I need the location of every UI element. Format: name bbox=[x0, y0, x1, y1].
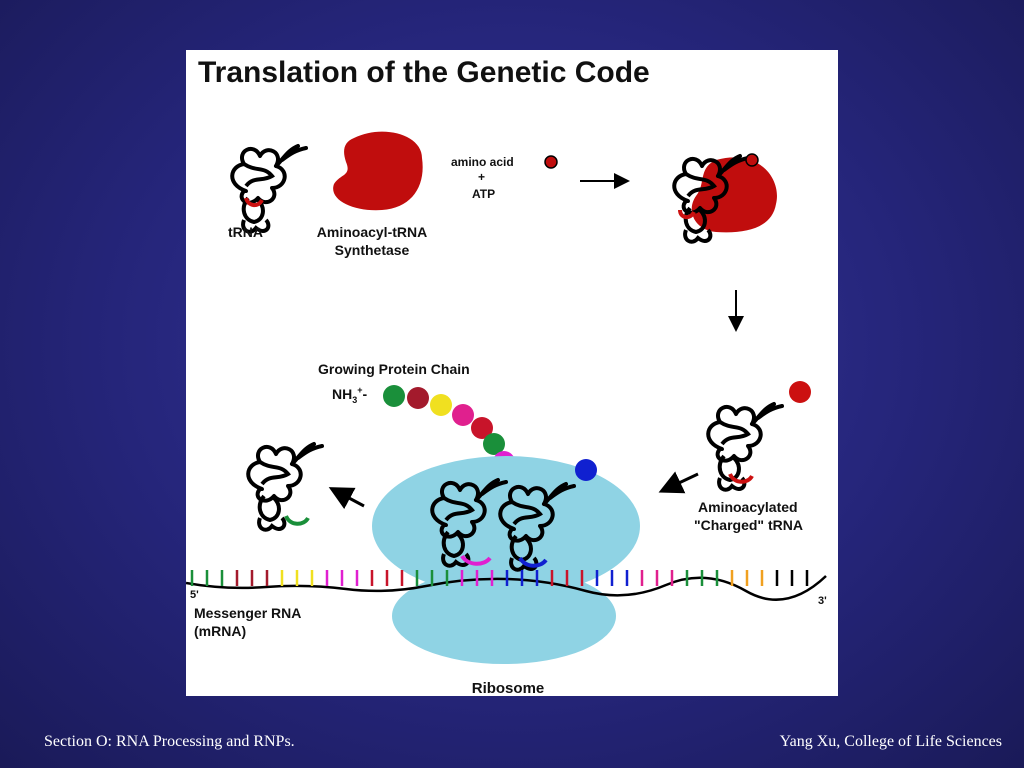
trna-anticodon-red bbox=[244, 197, 264, 207]
diagram-panel: Translation of the Genetic Code tRNA Ami… bbox=[186, 50, 838, 696]
label-plus: + bbox=[478, 170, 485, 184]
trna-charged bbox=[706, 381, 811, 492]
label-synthetase-1: Aminoacyl-tRNA bbox=[317, 224, 427, 240]
enzyme-trna-complex bbox=[672, 153, 777, 244]
chain-bead-5 bbox=[471, 417, 493, 439]
nh3-text: NH bbox=[332, 386, 352, 402]
chain-bead-6 bbox=[483, 433, 505, 455]
ribosome bbox=[372, 456, 640, 664]
chain-bead-2 bbox=[407, 387, 429, 409]
chain-bead-4 bbox=[452, 404, 474, 426]
label-mrna-2: (mRNA) bbox=[194, 623, 246, 639]
synthetase-enzyme bbox=[333, 131, 423, 211]
label-synthetase-2: Synthetase bbox=[335, 242, 410, 258]
chain-bead-3 bbox=[430, 394, 452, 416]
trna-a-site bbox=[498, 459, 597, 572]
label-growing-chain: Growing Protein Chain bbox=[318, 361, 470, 377]
label-5prime: 5' bbox=[190, 589, 199, 601]
footer-author: Yang Xu, College of Life Sciences bbox=[779, 733, 1002, 750]
nh3-dash: - bbox=[363, 386, 368, 402]
arrow-incoming bbox=[658, 471, 699, 494]
mrna-codon-ticks bbox=[190, 570, 809, 586]
diagram-title: Translation of the Genetic Code bbox=[198, 56, 650, 89]
label-charged-2: "Charged" tRNA bbox=[694, 517, 803, 533]
nh3-subscript: 3 bbox=[352, 395, 357, 405]
site-amino-acid bbox=[575, 459, 597, 481]
chain-bead-1 bbox=[383, 385, 405, 407]
label-mrna-1: Messenger RNA bbox=[194, 605, 301, 621]
label-ribosome: Ribosome bbox=[472, 680, 545, 696]
incoming-amino-acid bbox=[789, 381, 811, 403]
label-trna: tRNA bbox=[228, 224, 263, 240]
nh3-superscript: + bbox=[357, 385, 362, 395]
footer-section-label: Section O: RNA Processing and RNPs. bbox=[44, 733, 295, 750]
label-3prime: 3' bbox=[818, 595, 827, 607]
trna-p-site bbox=[430, 478, 508, 568]
trna-exiting bbox=[246, 442, 324, 532]
label-amino-acid: amino acid bbox=[451, 155, 514, 169]
mrna-strand bbox=[186, 575, 827, 601]
arrow-exit bbox=[328, 487, 365, 510]
amino-acid-dot bbox=[544, 155, 558, 169]
label-charged-1: Aminoacylated bbox=[698, 499, 798, 515]
trna-free bbox=[230, 144, 308, 234]
label-nh3: NH3+- bbox=[332, 385, 368, 405]
label-atp: ATP bbox=[472, 187, 495, 201]
translation-diagram: Translation of the Genetic Code tRNA Ami… bbox=[186, 56, 827, 696]
